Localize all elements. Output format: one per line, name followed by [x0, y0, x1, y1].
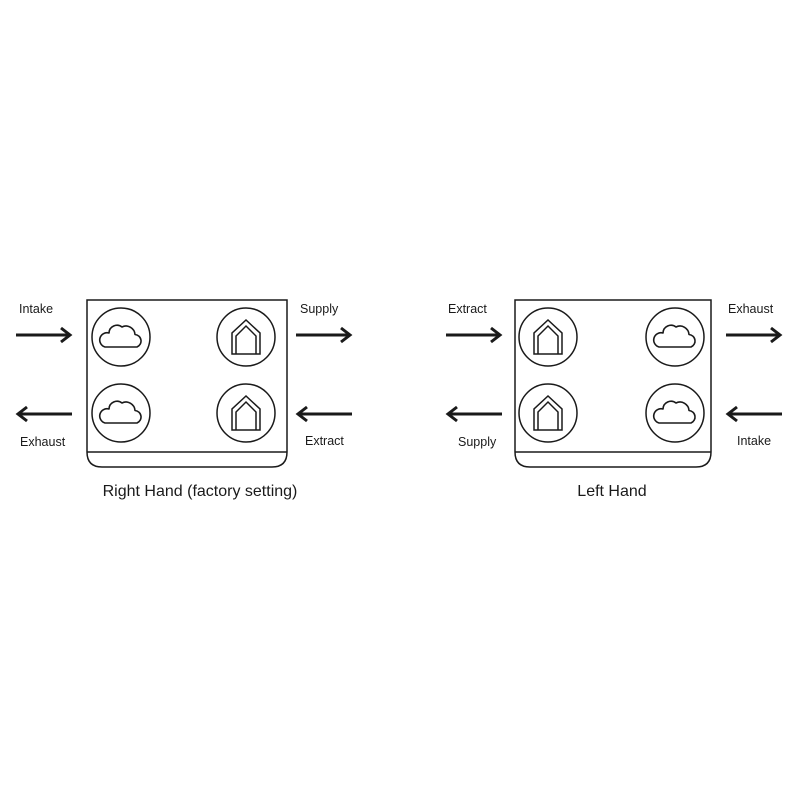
supply-label: Supply: [458, 435, 497, 449]
cloud-icon: [91, 383, 151, 443]
left-hand-caption: Left Hand: [577, 483, 647, 500]
intake-arrow-icon: [725, 405, 782, 423]
exhaust-arrow-icon: [15, 405, 72, 423]
cloud-icon: [645, 307, 705, 367]
house-icon: [216, 307, 276, 367]
right-hand-diagram: Intake Exhaust Supply Extract Right Hand…: [0, 280, 400, 520]
cloud-icon: [645, 383, 705, 443]
house-icon: [216, 383, 276, 443]
supply-label: Supply: [300, 302, 339, 316]
intake-label: Intake: [19, 302, 54, 316]
ventilation-unit: [514, 299, 712, 468]
supply-arrow-icon: [296, 326, 353, 344]
left-hand-diagram: Extract Supply Exhaust Intake Left Hand: [400, 280, 800, 520]
exhaust-label: Exhaust: [20, 435, 66, 449]
supply-arrow-icon: [445, 405, 502, 423]
extract-arrow-icon: [446, 326, 503, 344]
house-icon: [518, 383, 578, 443]
right-hand-caption: Right Hand (factory setting): [102, 483, 298, 500]
intake-arrow-icon: [16, 326, 73, 344]
house-icon: [518, 307, 578, 367]
cloud-icon: [91, 307, 151, 367]
exhaust-arrow-icon: [726, 326, 783, 344]
extract-label: Extract: [305, 434, 344, 448]
ventilation-unit: [86, 299, 288, 468]
exhaust-label: Exhaust: [728, 302, 774, 316]
extract-label: Extract: [448, 302, 487, 316]
intake-label: Intake: [737, 434, 772, 448]
extract-arrow-icon: [295, 405, 352, 423]
